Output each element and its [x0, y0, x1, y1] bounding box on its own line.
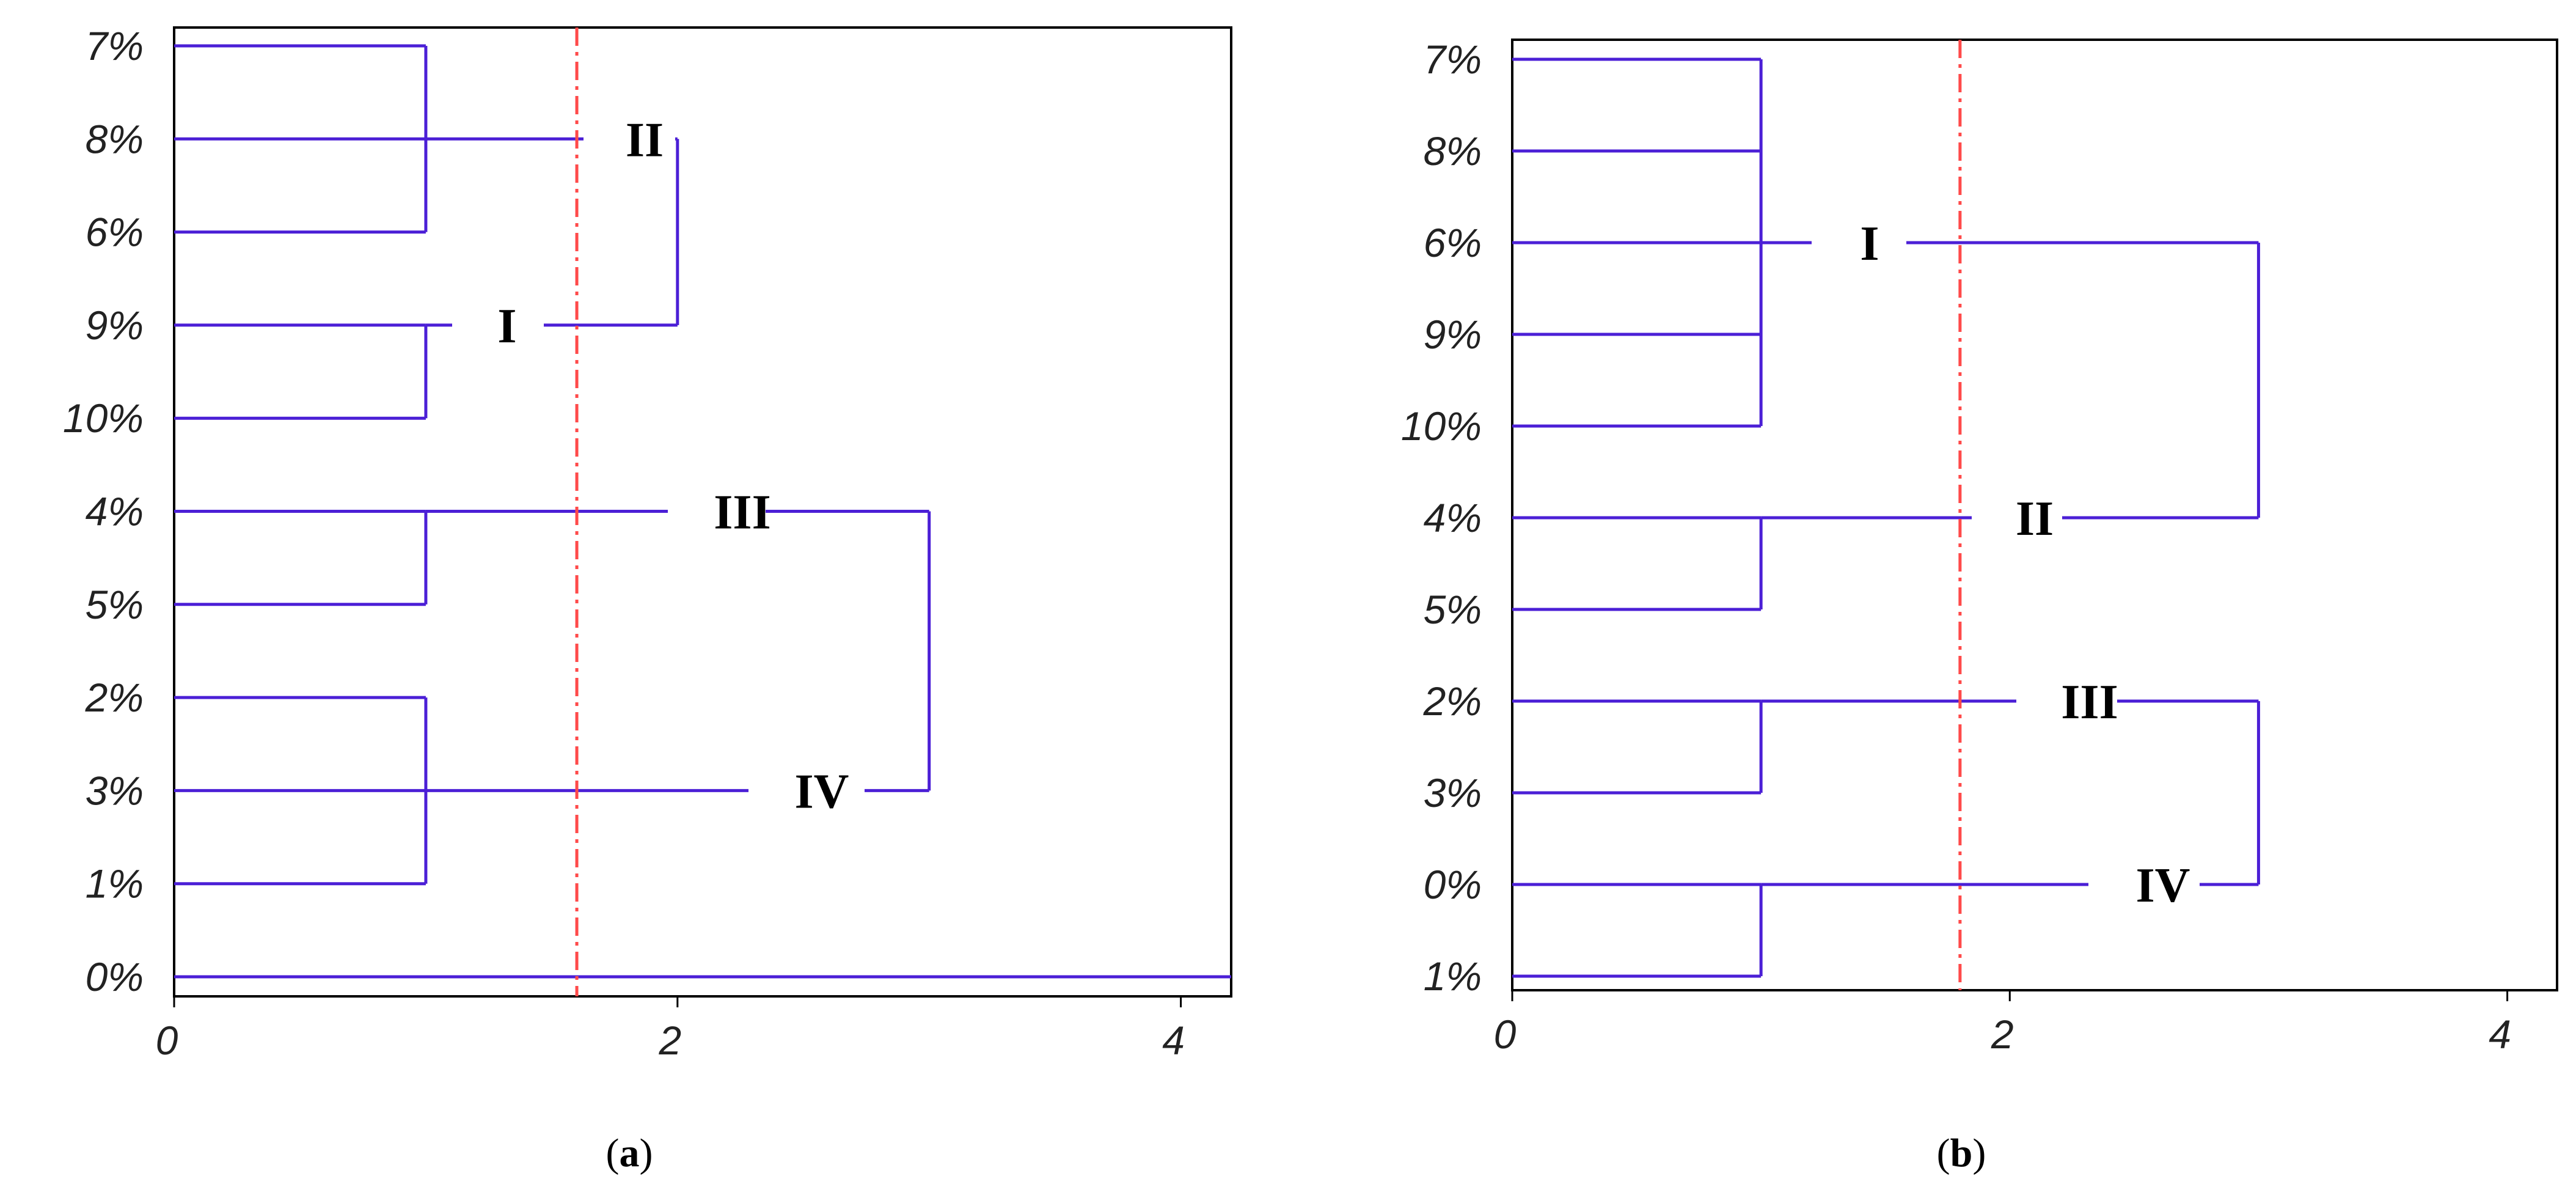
- y-tick-label: 3%: [86, 768, 144, 813]
- cluster-label: II: [2016, 492, 2054, 546]
- panel-caption: (b): [1937, 1131, 1986, 1175]
- panel-caption: (a): [606, 1131, 653, 1175]
- y-tick-label: 5%: [1424, 587, 1482, 632]
- y-tick-label: 7%: [1424, 37, 1482, 82]
- y-tick-label: 7%: [86, 23, 144, 68]
- y-tick-label: 5%: [86, 582, 144, 627]
- y-tick-label: 10%: [1401, 403, 1482, 449]
- x-tick-label: 0: [1494, 1012, 1517, 1057]
- y-tick-label: 2%: [85, 675, 144, 720]
- y-tick-label: 1%: [86, 861, 144, 906]
- y-tick-label: 6%: [1424, 220, 1482, 265]
- cluster-label: II: [626, 113, 664, 167]
- cluster-label: IV: [795, 765, 849, 818]
- y-tick-label: 0%: [86, 954, 144, 999]
- y-tick-label: 8%: [1424, 128, 1482, 174]
- y-tick-label: 8%: [86, 116, 144, 161]
- cluster-label: III: [2061, 675, 2118, 729]
- plot-frame: [1511, 39, 2558, 991]
- x-tick-label: 2: [1991, 1012, 2014, 1057]
- x-tick-label: 0: [156, 1018, 178, 1063]
- y-tick-label: 0%: [1424, 862, 1482, 907]
- y-tick-label: 10%: [63, 395, 144, 441]
- cluster-label: III: [714, 486, 770, 540]
- y-tick-label: 4%: [86, 489, 144, 534]
- y-tick-label: 3%: [1424, 770, 1482, 815]
- y-tick-label: 4%: [1424, 495, 1482, 540]
- x-tick-label: 4: [1162, 1018, 1185, 1063]
- y-tick-label: 1%: [1424, 954, 1482, 999]
- cluster-label: IV: [2136, 859, 2190, 913]
- y-tick-label: 9%: [86, 303, 144, 348]
- y-tick-label: 2%: [1423, 678, 1482, 724]
- y-tick-label: 6%: [86, 210, 144, 255]
- x-tick-label: 2: [658, 1018, 681, 1063]
- y-tick-label: 9%: [1424, 312, 1482, 357]
- x-tick-label: 4: [2489, 1012, 2511, 1057]
- cluster-label: I: [497, 300, 516, 353]
- cluster-label: I: [1860, 217, 1879, 271]
